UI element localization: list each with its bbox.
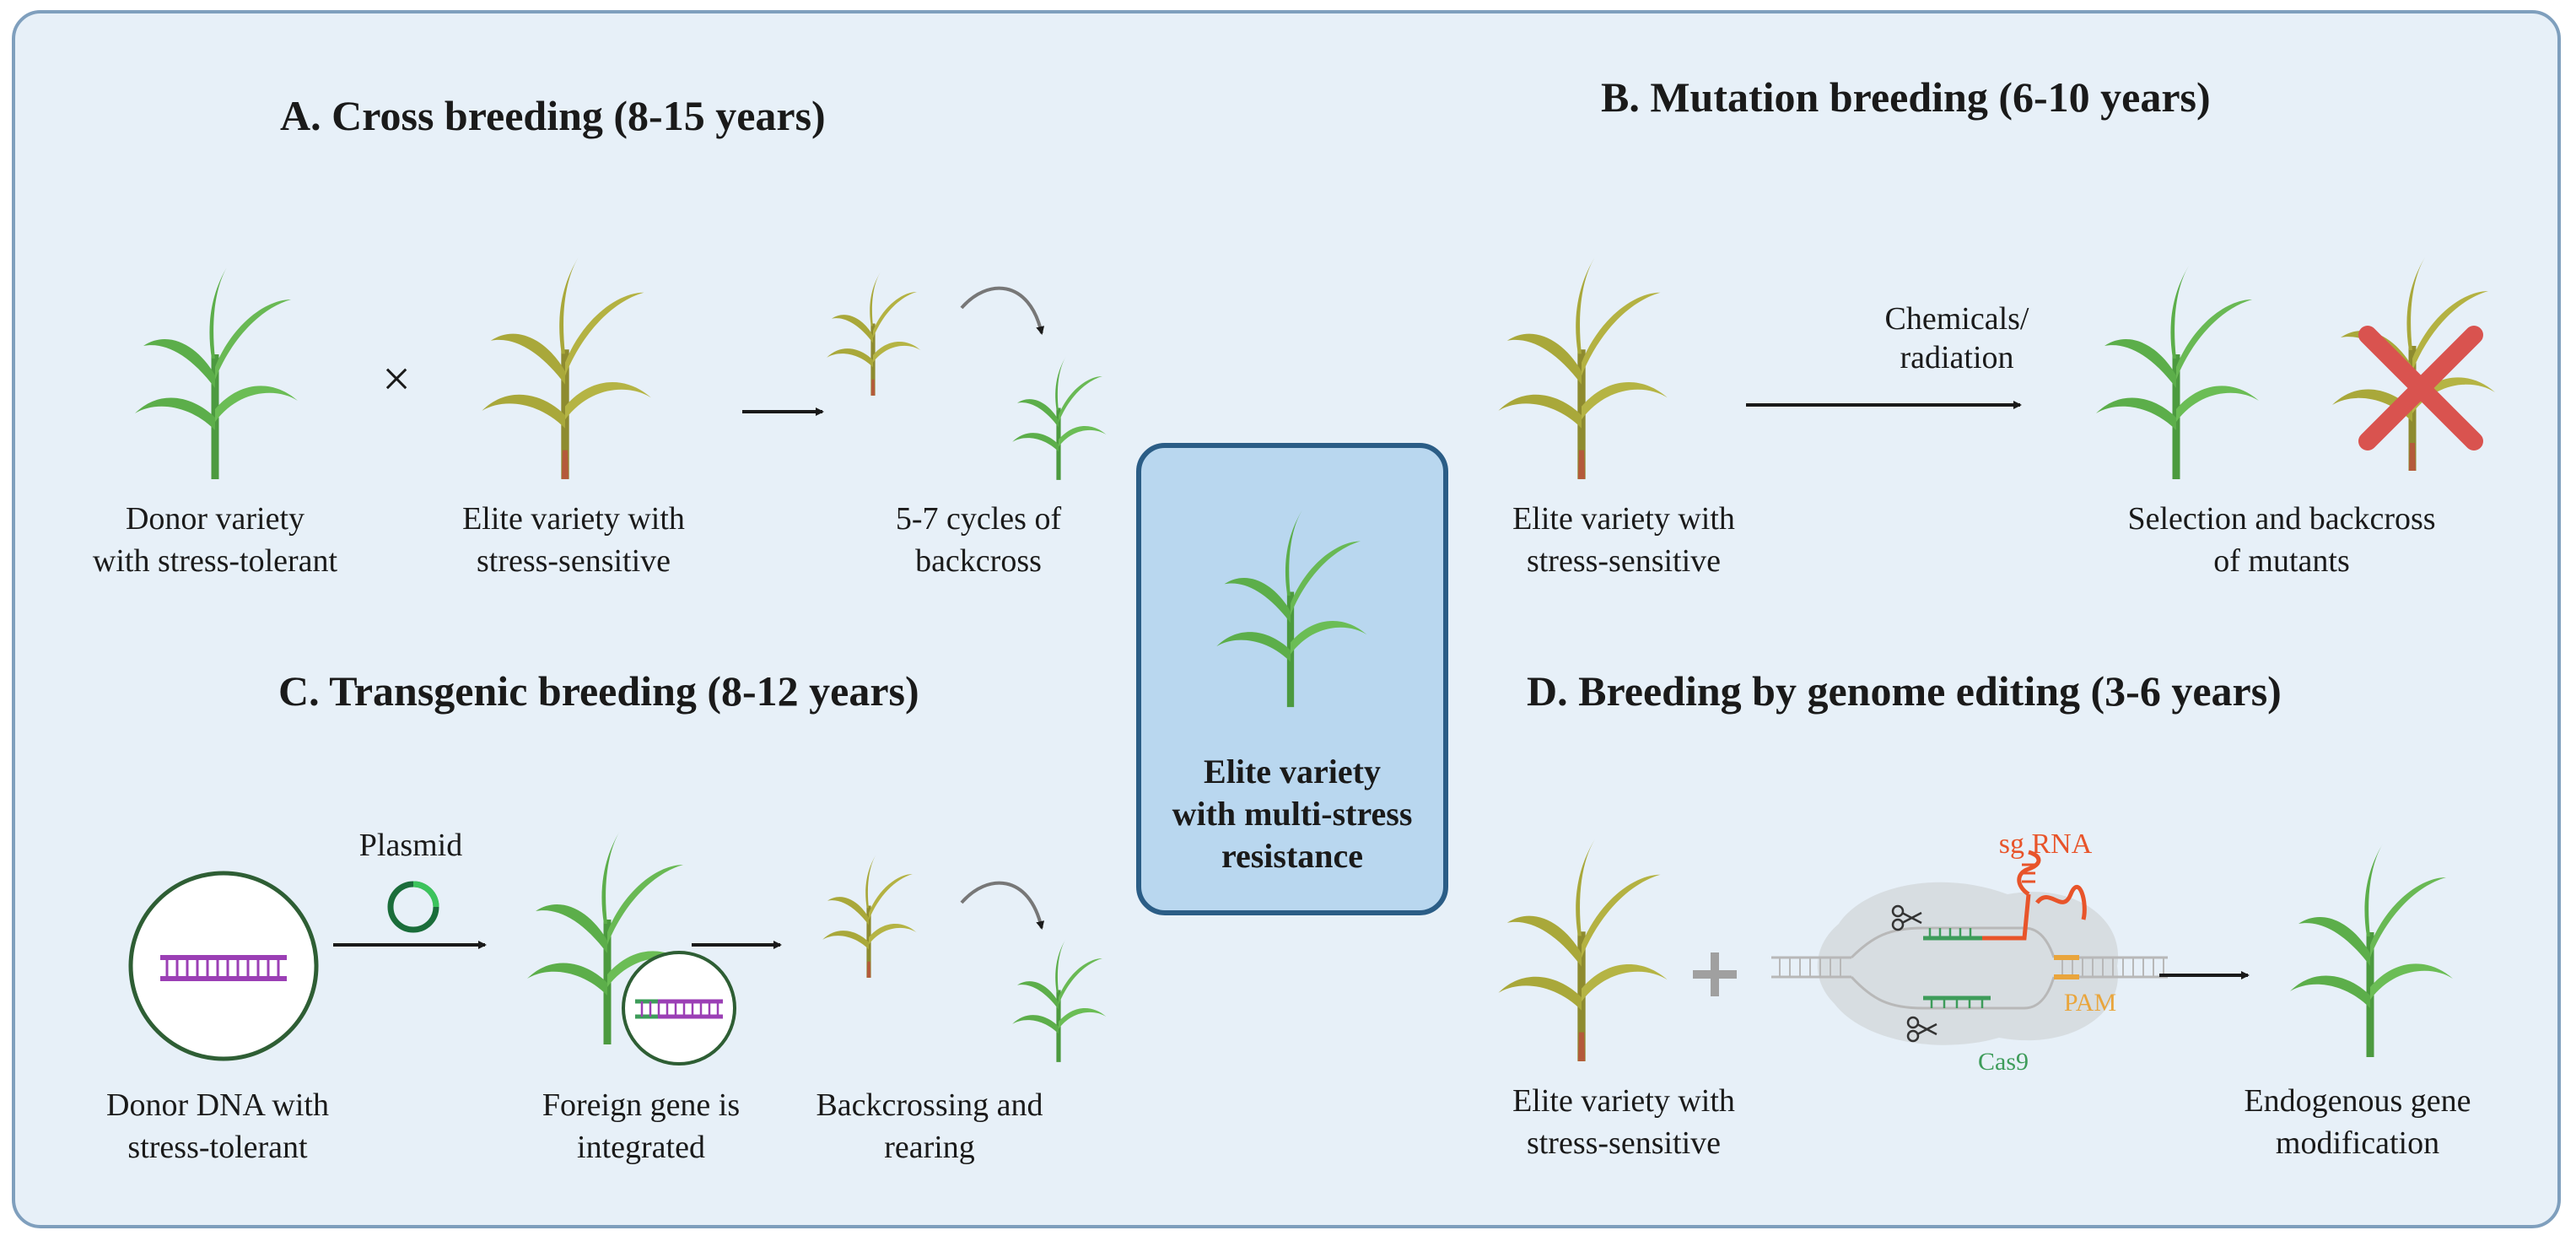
chemicals-label: Chemicals/radiation bbox=[1884, 301, 2029, 375]
pam-label: PAM bbox=[2063, 989, 2117, 1017]
arrow-right-icon bbox=[333, 941, 487, 949]
dna-icon bbox=[128, 871, 319, 1061]
curved-arrow-icon bbox=[960, 881, 1045, 930]
panel-a-title: A. Cross breeding (8-15 years) bbox=[280, 92, 826, 139]
donor-plant-icon bbox=[114, 262, 316, 481]
backcross-sensitive-plant-icon bbox=[818, 270, 928, 397]
scissors-icon bbox=[1891, 904, 1937, 1043]
edited-plant-icon bbox=[2265, 839, 2476, 1059]
editing-elite-plant-icon bbox=[1472, 835, 1691, 1063]
elite-sensitive-plant-icon bbox=[455, 253, 675, 481]
crispr-cas9-complex-icon bbox=[1771, 850, 2168, 1045]
arrow-right-icon bbox=[692, 941, 782, 949]
reject-x-icon bbox=[2358, 326, 2483, 451]
arrow-right-icon bbox=[1746, 401, 2022, 409]
selected-mutant-plant-icon bbox=[2071, 262, 2282, 481]
plasmid-label: Plasmid bbox=[358, 828, 463, 863]
arrow-right-icon bbox=[2159, 971, 2250, 979]
cross-symbol-icon: × bbox=[382, 351, 411, 407]
integrated-gene-icon bbox=[622, 951, 736, 1066]
plasmid-icon bbox=[387, 881, 439, 933]
cas9-label: Cas9 bbox=[1978, 1048, 2029, 1076]
mutation-elite-plant-icon bbox=[1472, 253, 1691, 481]
backcross-tolerant-plant-icon bbox=[1004, 936, 1113, 1063]
plus-icon bbox=[1693, 952, 1737, 996]
resistant-plant-icon bbox=[1185, 506, 1396, 709]
curved-arrow-icon bbox=[960, 286, 1045, 335]
backcross-tolerant-plant-icon bbox=[1004, 354, 1113, 481]
sgrna-label: sg RNA bbox=[1998, 828, 2093, 860]
panel-c-title: C. Transgenic breeding (8-12 years) bbox=[278, 667, 919, 715]
backcross-sensitive-plant-icon bbox=[814, 852, 924, 979]
panel-d-title: D. Breeding by genome editing (3-6 years… bbox=[1527, 667, 2282, 715]
arrow-right-icon bbox=[742, 407, 824, 416]
panel-b-title: B. Mutation breeding (6-10 years) bbox=[1601, 73, 2211, 121]
